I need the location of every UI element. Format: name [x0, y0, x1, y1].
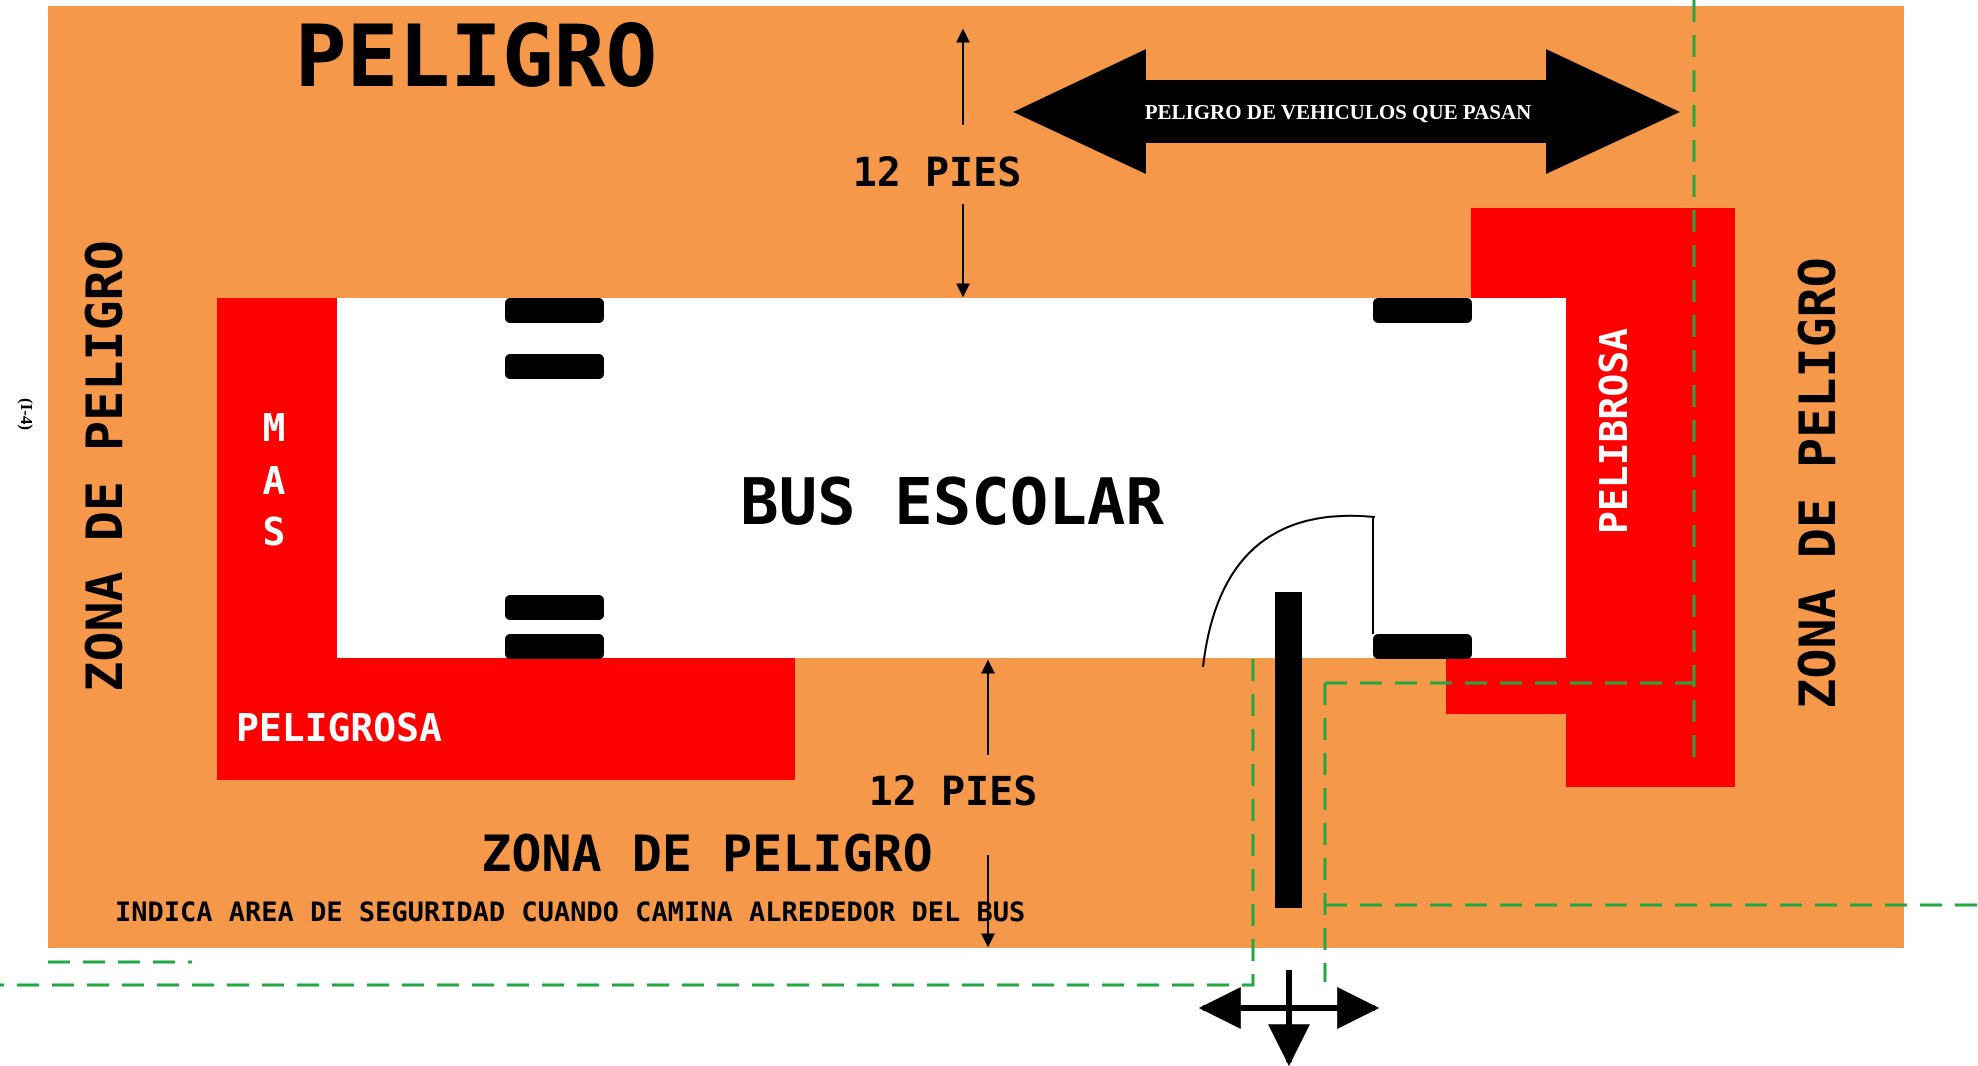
passing-traffic-label: PELIGRO DE VEHICULOS QUE PASAN: [1145, 100, 1532, 124]
safety-note: INDICA AREA DE SEGURIDAD CUANDO CAMINA A…: [115, 897, 1025, 928]
page-title: PELIGRO: [295, 7, 657, 107]
wheel-right-top: [1373, 298, 1472, 323]
wheel-left-top-1: [505, 298, 604, 323]
top-distance-label: 12 PIES: [853, 150, 1022, 196]
bottom-distance-label: 12 PIES: [869, 769, 1038, 815]
safety-path: [0, 0, 1978, 987]
front-zone-label: PELIBROSA: [1592, 328, 1636, 534]
rear-high-danger-zone: [217, 298, 795, 780]
mas-letter-1: M: [263, 406, 286, 450]
door-swing-arc: [1202, 514, 1376, 668]
mas-letter-3: S: [263, 510, 286, 554]
page-label: (I-4): [17, 398, 36, 430]
right-zone-label: ZONA DE PELIGRO: [1789, 257, 1847, 709]
wheel-left-top-2: [505, 354, 604, 379]
rear-zone-label: PELIGROSA: [236, 706, 442, 750]
passing-traffic-arrow: [1013, 49, 1680, 174]
wheel-left-bottom-2: [505, 634, 604, 659]
mas-letter-2: A: [263, 459, 286, 503]
wheel-left-bottom-1: [505, 595, 604, 620]
crossing-arm: [1275, 592, 1302, 908]
bus-label: BUS ESCOLAR: [740, 466, 1164, 540]
bottom-zone-label: ZONA DE PELIGRO: [481, 825, 933, 883]
wheel-right-bottom: [1373, 634, 1472, 659]
left-zone-label: ZONA DE PELIGRO: [76, 240, 134, 692]
crossing-direction-icon: [1198, 970, 1380, 1066]
